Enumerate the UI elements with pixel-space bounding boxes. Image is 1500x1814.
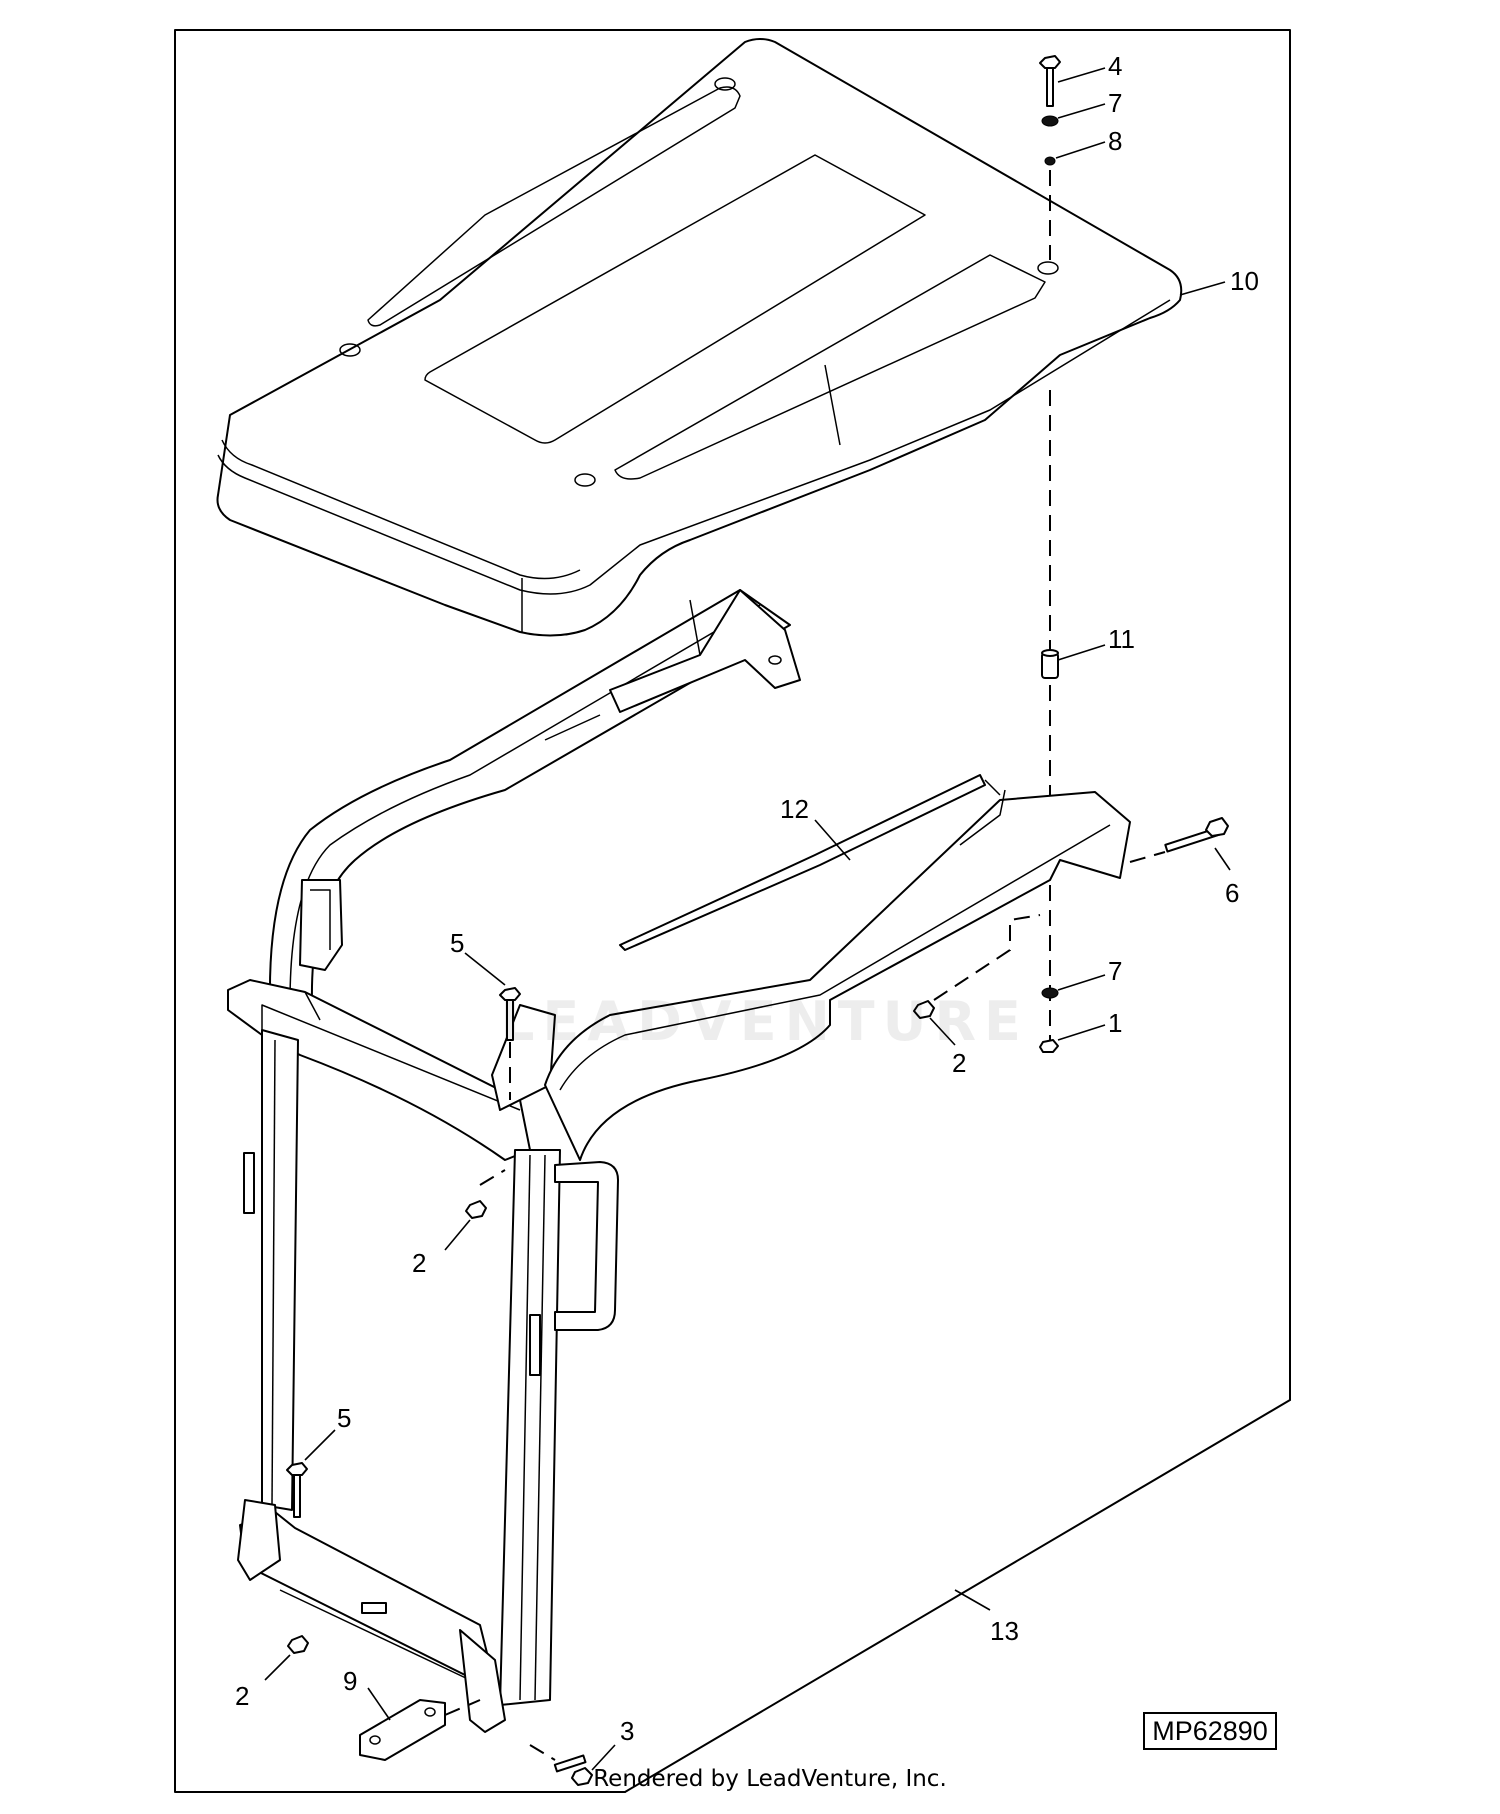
leader-13 [954,1589,991,1611]
leader-12 [814,819,851,861]
leader-9 [367,1687,391,1721]
nut-2-middle [465,1200,487,1219]
callout-7-bottom: 7 [1108,956,1122,986]
leader-6 [1214,847,1231,871]
leader-4 [1057,67,1106,83]
leader-5b [304,1429,336,1461]
alignment-line-nut2 [933,914,1041,1001]
callout-11: 11 [1108,624,1135,654]
nut-2-rail [913,1000,935,1019]
bolt-5-upper [499,987,521,1041]
leader-5a [464,952,506,986]
side-rail-12 [544,774,1131,1161]
callout-5-upper: 5 [450,928,464,958]
nut-2-bottom [287,1635,309,1654]
leader-2b [444,1219,471,1251]
leader-3 [591,1744,616,1771]
bolt-4 [1039,55,1061,107]
bolt-5-lower [286,1462,308,1518]
render-credit: Rendered by LeadVenture, Inc. [593,1766,947,1792]
canopy-roof [216,38,1183,637]
leader-1 [1057,1024,1106,1041]
callout-3: 3 [620,1716,634,1746]
washer-8 [1044,156,1056,166]
washer-7-top [1041,115,1059,127]
watermark-logo: LEADVENTURE [500,990,1029,1053]
spacer-11 [1041,649,1059,679]
alignment-line-bolt3 [529,1744,556,1761]
callout-4: 4 [1108,51,1122,81]
callout-10: 10 [1230,266,1259,296]
callout-8: 8 [1108,126,1122,156]
alignment-line-bolt6 [1129,851,1166,863]
bolt-6 [1164,817,1229,853]
leader-2a [929,1017,956,1046]
rear-roll-bar-frame [227,589,801,1733]
leader-7a [1057,103,1106,119]
plate-9 [359,1699,446,1761]
leader-8 [1055,141,1106,159]
callout-2-bottom: 2 [235,1681,249,1711]
leader-10 [1179,281,1226,296]
diagram-id-label: MP62890 [1143,1712,1277,1750]
bolt-3 [553,1754,593,1786]
assembly-boundary [174,29,1291,1793]
alignment-line-nut2-mid [479,1169,506,1186]
assembly-boundary-diagonal [624,1399,1291,1793]
callout-2-middle: 2 [412,1248,426,1278]
washer-7-bottom [1041,987,1059,999]
callout-2-rail: 2 [952,1048,966,1078]
callout-9: 9 [343,1666,357,1696]
callout-12: 12 [780,794,809,824]
callout-13: 13 [990,1616,1019,1646]
callout-7-top: 7 [1108,88,1122,118]
nut-1 [1039,1039,1059,1053]
callout-1: 1 [1108,1008,1122,1038]
leader-2c [264,1654,291,1681]
leader-11 [1057,644,1106,661]
callout-5-lower: 5 [337,1403,351,1433]
leader-7b [1057,974,1106,991]
alignment-line-plate9 [444,1699,481,1716]
callout-6: 6 [1225,878,1239,908]
